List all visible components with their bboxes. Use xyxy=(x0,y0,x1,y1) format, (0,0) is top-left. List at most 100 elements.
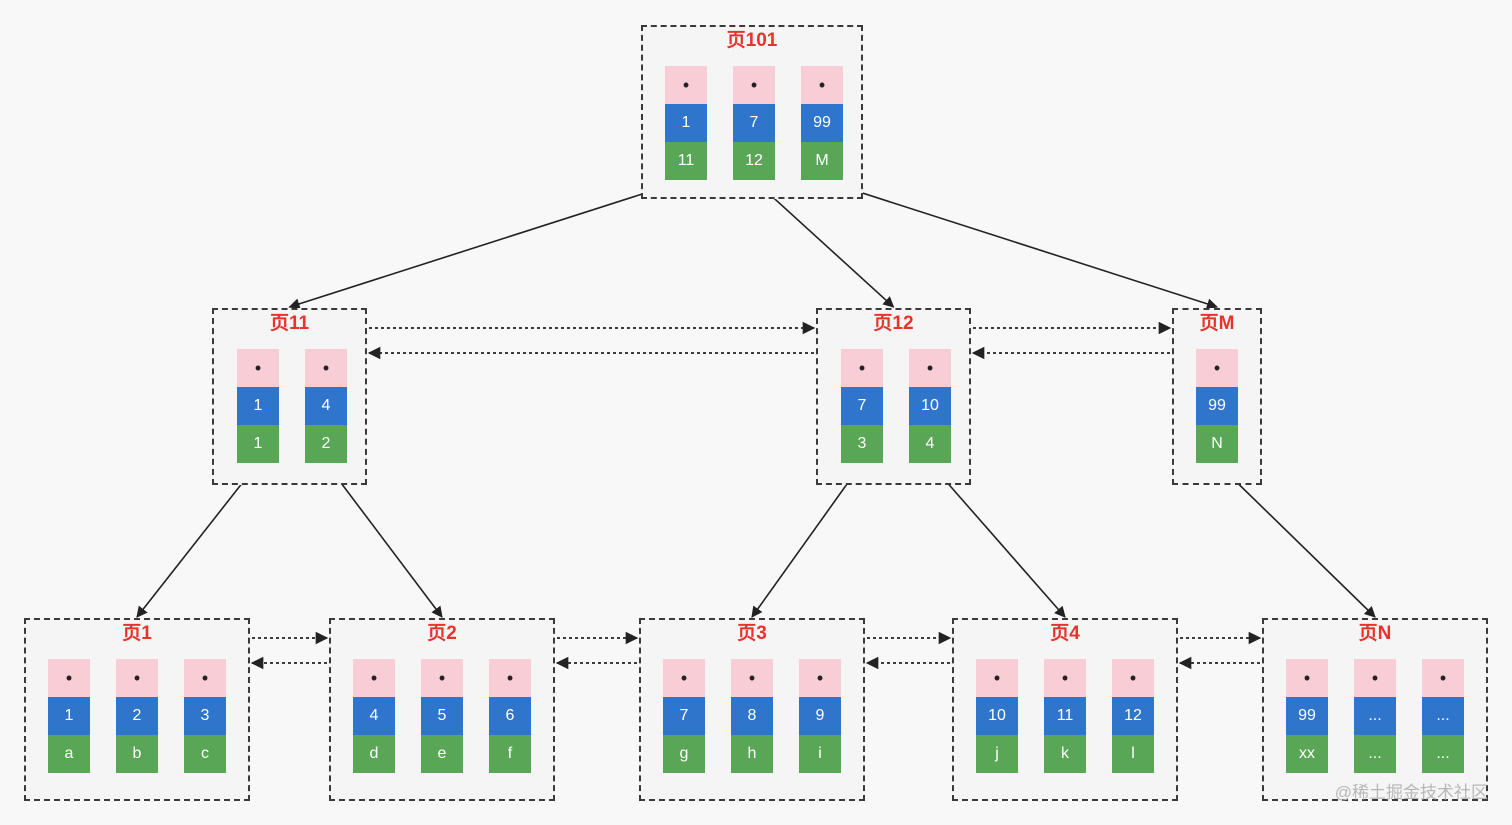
value-cell: a xyxy=(48,735,90,773)
pointer-cell: • xyxy=(237,349,279,387)
child-pointer-arrow xyxy=(136,462,259,618)
key-cell: 3 xyxy=(184,697,226,735)
page-title: 页4 xyxy=(1050,623,1080,644)
value-cell: j xyxy=(976,735,1018,773)
page-title: 页N xyxy=(1358,623,1392,644)
key-cell: 99 xyxy=(1286,697,1328,735)
key-cell: 11 xyxy=(1044,697,1086,735)
page-title: 页12 xyxy=(873,313,914,334)
pointer-cell: • xyxy=(733,66,775,104)
value-cell: 12 xyxy=(733,142,775,180)
value-cell: k xyxy=(1044,735,1086,773)
value-cell: 1 xyxy=(237,425,279,463)
value-cell: g xyxy=(663,735,705,773)
pointer-cell: • xyxy=(663,659,705,697)
key-cell: 8 xyxy=(731,697,773,735)
pointer-cell: • xyxy=(116,659,158,697)
pointer-cell: • xyxy=(353,659,395,697)
key-cell: 10 xyxy=(976,697,1018,735)
value-cell: d xyxy=(353,735,395,773)
key-cell: 1 xyxy=(48,697,90,735)
key-cell: 9 xyxy=(799,697,841,735)
page-title: 页M xyxy=(1199,313,1235,334)
child-pointer-arrow xyxy=(1216,462,1376,618)
pointer-cell: • xyxy=(976,659,1018,697)
value-cell: ... xyxy=(1422,735,1464,773)
pointer-cell: • xyxy=(801,66,843,104)
key-cell: ... xyxy=(1422,697,1464,735)
page-title: 页2 xyxy=(427,623,457,644)
value-cell: e xyxy=(421,735,463,773)
page-title: 页11 xyxy=(269,313,310,334)
pointer-cell: • xyxy=(1112,659,1154,697)
page-title: 页101 xyxy=(726,30,778,51)
index-entry: •...... xyxy=(1422,659,1464,773)
value-cell: N xyxy=(1196,425,1238,463)
value-cell: ... xyxy=(1354,735,1396,773)
pointer-cell: • xyxy=(1422,659,1464,697)
pointer-cell: • xyxy=(665,66,707,104)
value-cell: 11 xyxy=(665,142,707,180)
child-pointer-arrow xyxy=(288,179,687,310)
child-pointer-arrow xyxy=(929,462,1066,618)
child-pointer-arrow xyxy=(325,462,443,618)
key-cell: 4 xyxy=(353,697,395,735)
pointer-cell: • xyxy=(184,659,226,697)
pointer-cell: • xyxy=(1286,659,1328,697)
key-cell: 99 xyxy=(1196,387,1238,425)
page-title: 页3 xyxy=(737,623,767,644)
pointer-cell: • xyxy=(1044,659,1086,697)
value-cell: 4 xyxy=(909,425,951,463)
child-pointer-arrow xyxy=(821,179,1219,310)
key-cell: ... xyxy=(1354,697,1396,735)
pointer-cell: • xyxy=(305,349,347,387)
key-cell: 7 xyxy=(733,104,775,142)
key-cell: 7 xyxy=(841,387,883,425)
value-cell: l xyxy=(1112,735,1154,773)
key-cell: 6 xyxy=(489,697,531,735)
value-cell: 2 xyxy=(305,425,347,463)
pointer-cell: • xyxy=(909,349,951,387)
key-cell: 5 xyxy=(421,697,463,735)
value-cell: h xyxy=(731,735,773,773)
key-cell: 4 xyxy=(305,387,347,425)
key-cell: 7 xyxy=(663,697,705,735)
key-cell: 10 xyxy=(909,387,951,425)
key-cell: 99 xyxy=(801,104,843,142)
pointer-cell: • xyxy=(841,349,883,387)
key-cell: 1 xyxy=(237,387,279,425)
value-cell: f xyxy=(489,735,531,773)
key-cell: 2 xyxy=(116,697,158,735)
child-pointer-arrow xyxy=(753,179,895,308)
page-title: 页1 xyxy=(122,623,152,644)
value-cell: 3 xyxy=(841,425,883,463)
pointer-cell: • xyxy=(489,659,531,697)
pointer-cell: • xyxy=(1354,659,1396,697)
pointer-cell: • xyxy=(799,659,841,697)
child-pointer-arrow xyxy=(751,462,863,618)
value-cell: M xyxy=(801,142,843,180)
pointer-cell: • xyxy=(421,659,463,697)
key-cell: 12 xyxy=(1112,697,1154,735)
